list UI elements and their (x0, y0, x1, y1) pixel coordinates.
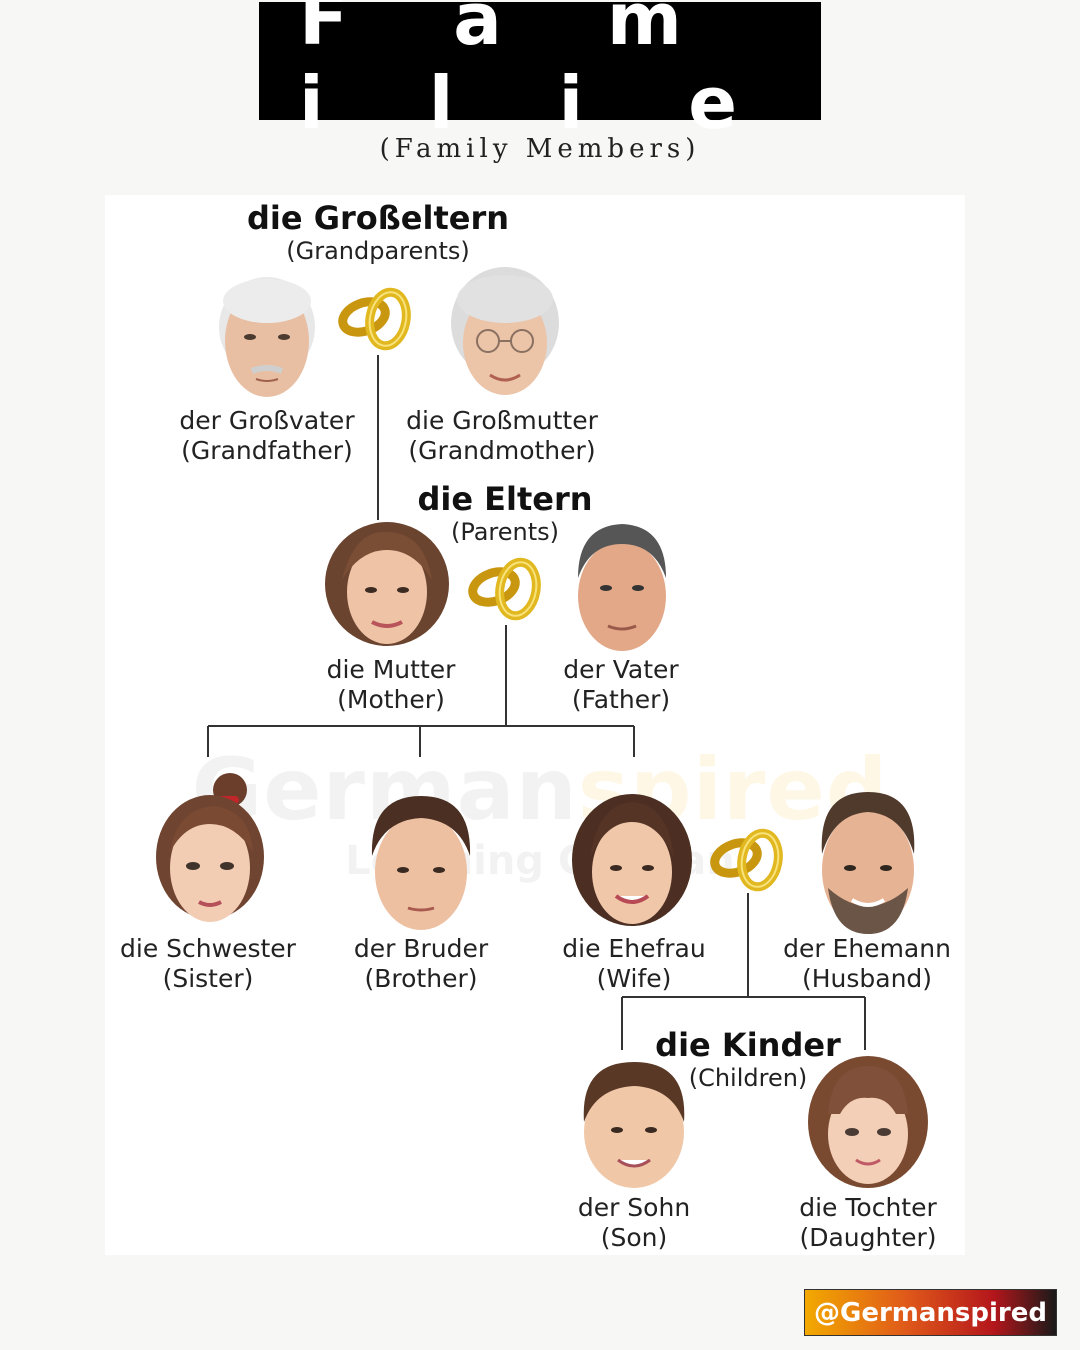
son-portrait (583, 1062, 685, 1188)
grandfather-portrait (219, 277, 315, 397)
label-husband: der Ehemann (Husband) (783, 934, 951, 993)
wedding-rings-icon (338, 287, 411, 351)
grandmother-portrait (451, 267, 559, 395)
group-grandparents: die Großeltern (Grandparents) (247, 199, 509, 265)
wedding-rings-icon (710, 828, 783, 892)
label-wife: die Ehefrau (Wife) (562, 934, 706, 993)
sister-portrait (156, 773, 264, 922)
page-title: F a m i l i e (259, 0, 821, 145)
label-father: der Vater (Father) (563, 655, 679, 714)
daughter-portrait (808, 1056, 928, 1188)
label-mother: die Mutter (Mother) (326, 655, 456, 714)
label-brother: der Bruder (Brother) (353, 934, 489, 993)
page-subtitle: (Family Members) (379, 134, 701, 164)
brother-portrait (371, 796, 471, 930)
label-sister: die Schwester (Sister) (120, 934, 296, 993)
wedding-rings-icon (468, 557, 541, 621)
mother-portrait (325, 522, 449, 646)
father-portrait (578, 524, 666, 651)
label-grandmother: die Großmutter (Grandmother) (406, 406, 598, 465)
label-daughter: die Tochter (Daughter) (799, 1193, 937, 1252)
social-handle-badge[interactable]: @Germanspired (804, 1289, 1057, 1336)
wife-portrait (572, 794, 692, 926)
label-grandfather: der Großvater (Grandfather) (179, 406, 355, 465)
husband-portrait (821, 792, 915, 934)
label-son: der Sohn (Son) (577, 1193, 691, 1252)
group-parents: die Eltern (Parents) (417, 480, 593, 546)
title-text: F a m i l i e (299, 0, 778, 145)
group-children: die Kinder (Children) (655, 1026, 841, 1092)
